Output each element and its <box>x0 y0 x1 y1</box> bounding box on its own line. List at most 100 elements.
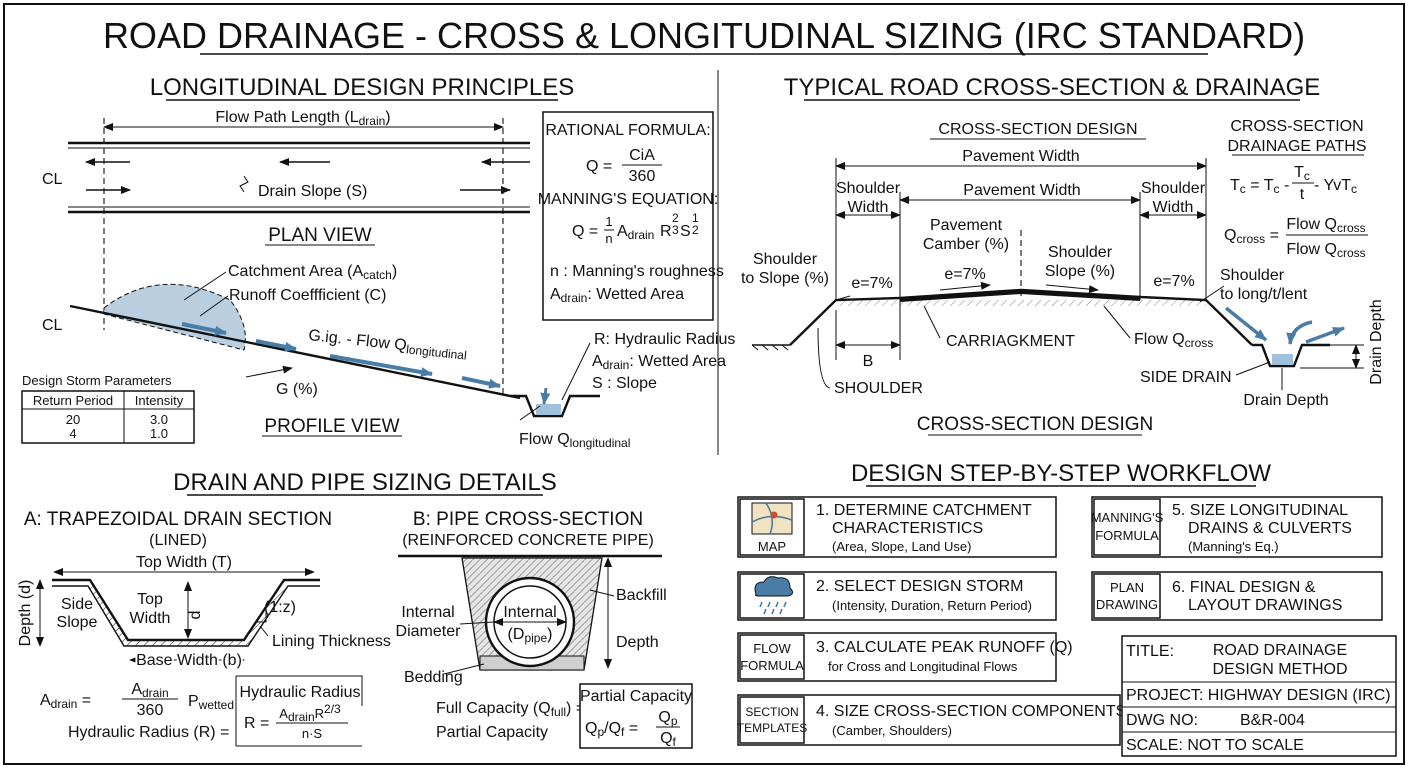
p-wetted-label: Pwetted <box>188 693 234 712</box>
sheet-border <box>3 3 1405 765</box>
pipe-title-1: B: PIPE CROSS-SECTION <box>413 509 643 530</box>
shoulder-slope-left-1: Shoulder <box>753 251 818 268</box>
shoulder-slope-left-2: to Slope (%) <box>741 270 829 287</box>
cross-section-heading: TYPICAL ROAD CROSS-SECTION & DRAINAGE <box>784 74 1321 101</box>
step-6-icon-1: PLAN <box>1110 580 1144 595</box>
step-3-icon-box <box>739 634 805 680</box>
title-block-frame <box>1121 635 1397 757</box>
full-capacity-label: Full Capacity (Qfull) = <box>436 700 585 719</box>
e-mid: e=7% <box>944 266 985 283</box>
shoulder-width-right-1: Shoulder <box>1141 180 1206 197</box>
side-drain-label: SIDE DRAIN <box>1140 369 1232 386</box>
side-drain-inflow-2 <box>1286 320 1313 345</box>
side-slope-2: Slope <box>57 614 98 631</box>
lining-leader <box>259 625 269 637</box>
hr-box-r: R = <box>244 715 269 732</box>
slope-ratio-label: (1:z) <box>264 599 296 616</box>
flow-q-long-label: Flow Qlongitudinal <box>519 431 630 450</box>
step-1-line-1: 1. DETERMINE CATCHMENT <box>816 502 1032 519</box>
step-5-line-2: DRAINS & CULVERTS <box>1188 520 1352 537</box>
pc-num: Qp <box>658 709 677 728</box>
manning-a-definition: Adrain: Wetted Area <box>550 286 684 305</box>
formulas-box <box>542 111 714 321</box>
shoulder-label: SHOULDER <box>834 380 923 397</box>
paths-title-2: DRAINAGE PATHS <box>1228 138 1367 155</box>
hyd-radius-leader <box>561 342 591 401</box>
rain-cloud-icon <box>754 576 794 597</box>
rational-numerator: CiA <box>629 147 655 164</box>
catchment-label: Catchment Area (Acatch) <box>228 263 397 282</box>
plan-cl-label: CL <box>42 171 63 188</box>
step-6-icon-2: DRAWING <box>1096 597 1158 612</box>
runoff-arrow-1 <box>181 322 227 336</box>
step-5-icon-box <box>1093 498 1161 556</box>
inner-depth-label: d <box>187 611 204 620</box>
workflow-section: DESIGN STEP-BY-STEP WORKFLOW MAP 1. DETE… <box>737 460 1383 746</box>
tc-equation: Tc = Tc - <box>1230 177 1289 196</box>
depth-label: Depth (d) <box>17 580 34 647</box>
tc-frac-den: t <box>1300 186 1305 203</box>
e-right: e=7% <box>1153 273 1194 290</box>
step-4-line-2: (Camber, Shoulders) <box>832 723 952 738</box>
profile-drain-inflow <box>540 387 551 405</box>
sizing-section: DRAIN AND PIPE SIZING DETAILS A: TRAPEZO… <box>17 469 693 749</box>
profile-cl-label: CL <box>42 317 63 334</box>
camber-arrow-right <box>1045 284 1099 294</box>
step-4-icon-1: SECTION <box>745 705 798 719</box>
title-block-title-value-1: ROAD DRAINAGE <box>1213 642 1347 659</box>
storm-table-title: Design Storm Parameters <box>22 373 172 388</box>
pavement-width-top-label: Pavement Width <box>962 148 1079 165</box>
qcross-lhs: Qcross = <box>1224 227 1279 246</box>
runoff-arrow-3 <box>461 376 501 389</box>
storm-row-1-return: 20 <box>66 412 80 427</box>
flow-q-long-leader <box>519 405 541 421</box>
step-5-icon-2: FORMULA <box>1095 528 1159 543</box>
cross-section-bottom-title: CROSS-SECTION DESIGN <box>917 414 1153 435</box>
shoulder-long-1: Shoulder <box>1220 267 1285 284</box>
pc-box-title: Partial Capacity <box>580 688 692 705</box>
step-3-icon-2: FORMULA <box>740 658 804 673</box>
sheet-title: ROAD DRAINAGE - CROSS & LONGITUDINAL SIZ… <box>103 15 1305 56</box>
step-1-icon-label: MAP <box>758 539 786 554</box>
top-width-label: Top Width (T) <box>136 554 232 571</box>
map-icon-pin <box>770 511 778 519</box>
b-label: B <box>863 353 874 370</box>
lining-label: Lining Thickness <box>272 633 391 650</box>
side-drain-outflow <box>1305 326 1345 344</box>
hr-label: Hydraulic Radius (R) = <box>68 724 229 741</box>
title-block-title-label: TITLE: <box>1126 643 1174 660</box>
title-block-dwg-value: B&R-004 <box>1240 712 1305 729</box>
shoulder-leader <box>817 327 831 389</box>
step-3-line-2: for Cross and Longitudinal Flows <box>828 659 1018 674</box>
longitudinal-flow-arrow <box>329 354 433 378</box>
longitudinal-section: LONGITUDINAL DESIGN PRINCIPLES Flow Path… <box>21 74 735 450</box>
pipe-depth-label: Depth <box>616 634 659 651</box>
a-frac-den: 360 <box>137 702 164 719</box>
storm-row-2-return: 4 <box>69 426 76 441</box>
longitudinal-heading: LONGITUDINAL DESIGN PRINCIPLES <box>150 74 575 101</box>
step-2-line-1: 2. SELECT DESIGN STORM <box>816 578 1023 595</box>
step-4-icon-2: TEMPLATES <box>737 721 807 735</box>
cross-section-design-title: CROSS-SECTION DESIGN <box>938 121 1137 138</box>
rational-formula-title: RATIONAL FORMULA: <box>545 122 710 139</box>
shoulder-long-2: to long/t/lent <box>1220 286 1308 303</box>
storm-header-return: Return Period <box>33 393 113 408</box>
flow-cross-leader <box>1103 305 1131 339</box>
shoulder-slope-right-2: Slope (%) <box>1045 263 1115 280</box>
step-5-line-3: (Manning's Eq.) <box>1188 539 1279 554</box>
storm-row-1-intensity: 3.0 <box>150 412 168 427</box>
manning-title: MANNING'S EQUATION: <box>538 191 719 208</box>
trap-title-2: (LINED) <box>149 532 207 549</box>
hr-box <box>235 675 363 747</box>
hr-numerator: AdrainR2/3 <box>279 702 341 724</box>
camber-label-2: Camber (%) <box>923 236 1009 253</box>
drain-depth-side-label: Drain Depth <box>1368 299 1385 384</box>
title-block-title-value-2: DESIGN METHOD <box>1212 661 1347 678</box>
carriageway-leader <box>923 305 941 339</box>
partial-capacity-label: Partial Capacity <box>436 724 548 741</box>
carriageway-label: CARRIAGKMENT <box>946 333 1075 350</box>
drain-slope-label: Drain Slope (S) <box>258 183 367 200</box>
e-left: e=7% <box>851 275 892 292</box>
a-drain-lhs: Adrain = <box>40 692 91 711</box>
